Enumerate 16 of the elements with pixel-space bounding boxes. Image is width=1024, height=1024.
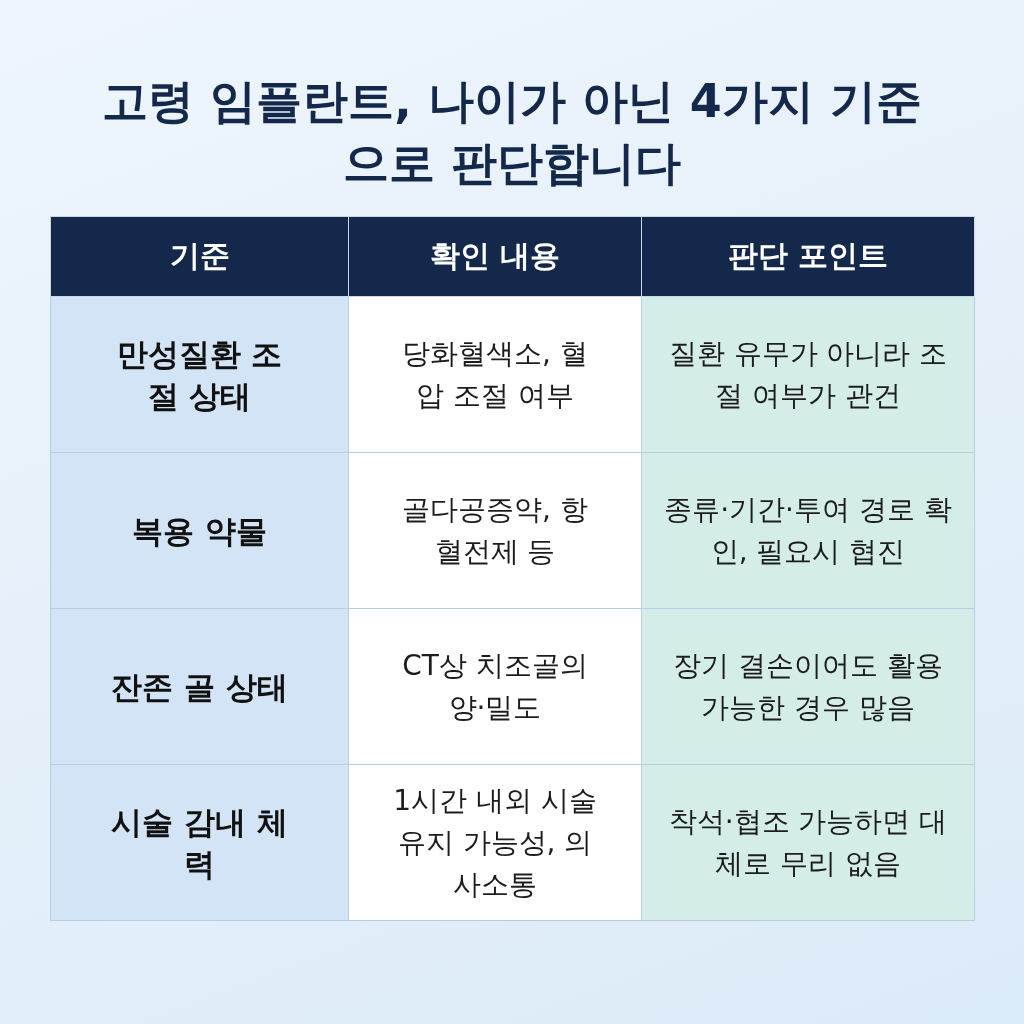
table-cell: 골다공증약, 항혈전제 등 — [348, 452, 642, 609]
column-header-cell: 기준 — [50, 216, 349, 297]
row-header-cell: 복용 약물 — [50, 452, 349, 609]
table-cell: 장기 결손이어도 활용 가능한 경우 많음 — [641, 608, 975, 765]
column-header-cell: 판단 포인트 — [641, 216, 975, 297]
table-cell: 질환 유무가 아니라 조절 여부가 관건 — [641, 296, 975, 453]
table-cell: 종류·기간·투여 경로 확인, 필요시 협진 — [641, 452, 975, 609]
row-header-cell: 잔존 골 상태 — [50, 608, 349, 765]
row-header-cell: 만성질환 조절 상태 — [50, 296, 349, 453]
column-header-cell: 확인 내용 — [348, 216, 642, 297]
row-header-cell: 시술 감내 체력 — [50, 764, 349, 921]
table-cell: 당화혈색소, 혈압 조절 여부 — [348, 296, 642, 453]
table-cell: CT상 치조골의 양·밀도 — [348, 608, 642, 765]
title: 고령 임플란트, 나이가 아닌 4가지 기준으로 판단합니다 — [101, 73, 923, 192]
table-cell: 1시간 내외 시술 유지 가능성, 의사소통 — [348, 764, 642, 921]
table-cell: 착석·협조 가능하면 대체로 무리 없음 — [641, 764, 975, 921]
